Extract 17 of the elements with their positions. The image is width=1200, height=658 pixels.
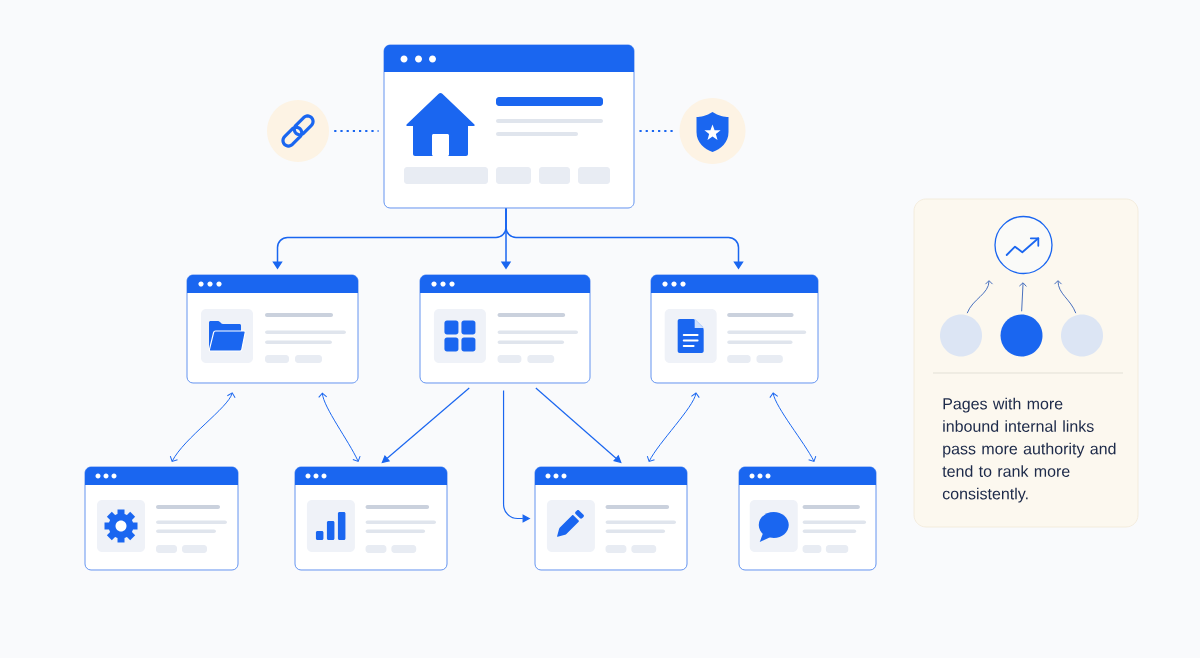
- double-arrow: [318, 392, 361, 462]
- double-arrow: [769, 392, 817, 462]
- double-arrow: [646, 392, 700, 462]
- arrow: [1054, 280, 1077, 314]
- arrow: [1018, 282, 1027, 312]
- circle: [940, 314, 982, 357]
- arrow: [381, 387, 470, 464]
- trend-icon: [994, 215, 1053, 275]
- shield-icon: [679, 98, 746, 164]
- dotted-line: [334, 129, 379, 133]
- circle: [1061, 314, 1103, 357]
- link-icon: [267, 100, 329, 162]
- info-panel: Pages with more inbound internal links pass more authority and tend to rank more consistently.: [913, 198, 1139, 528]
- arrow: [966, 280, 993, 314]
- double-arrow: [169, 392, 236, 462]
- circle: [1000, 314, 1043, 357]
- dotted-line: [639, 129, 675, 133]
